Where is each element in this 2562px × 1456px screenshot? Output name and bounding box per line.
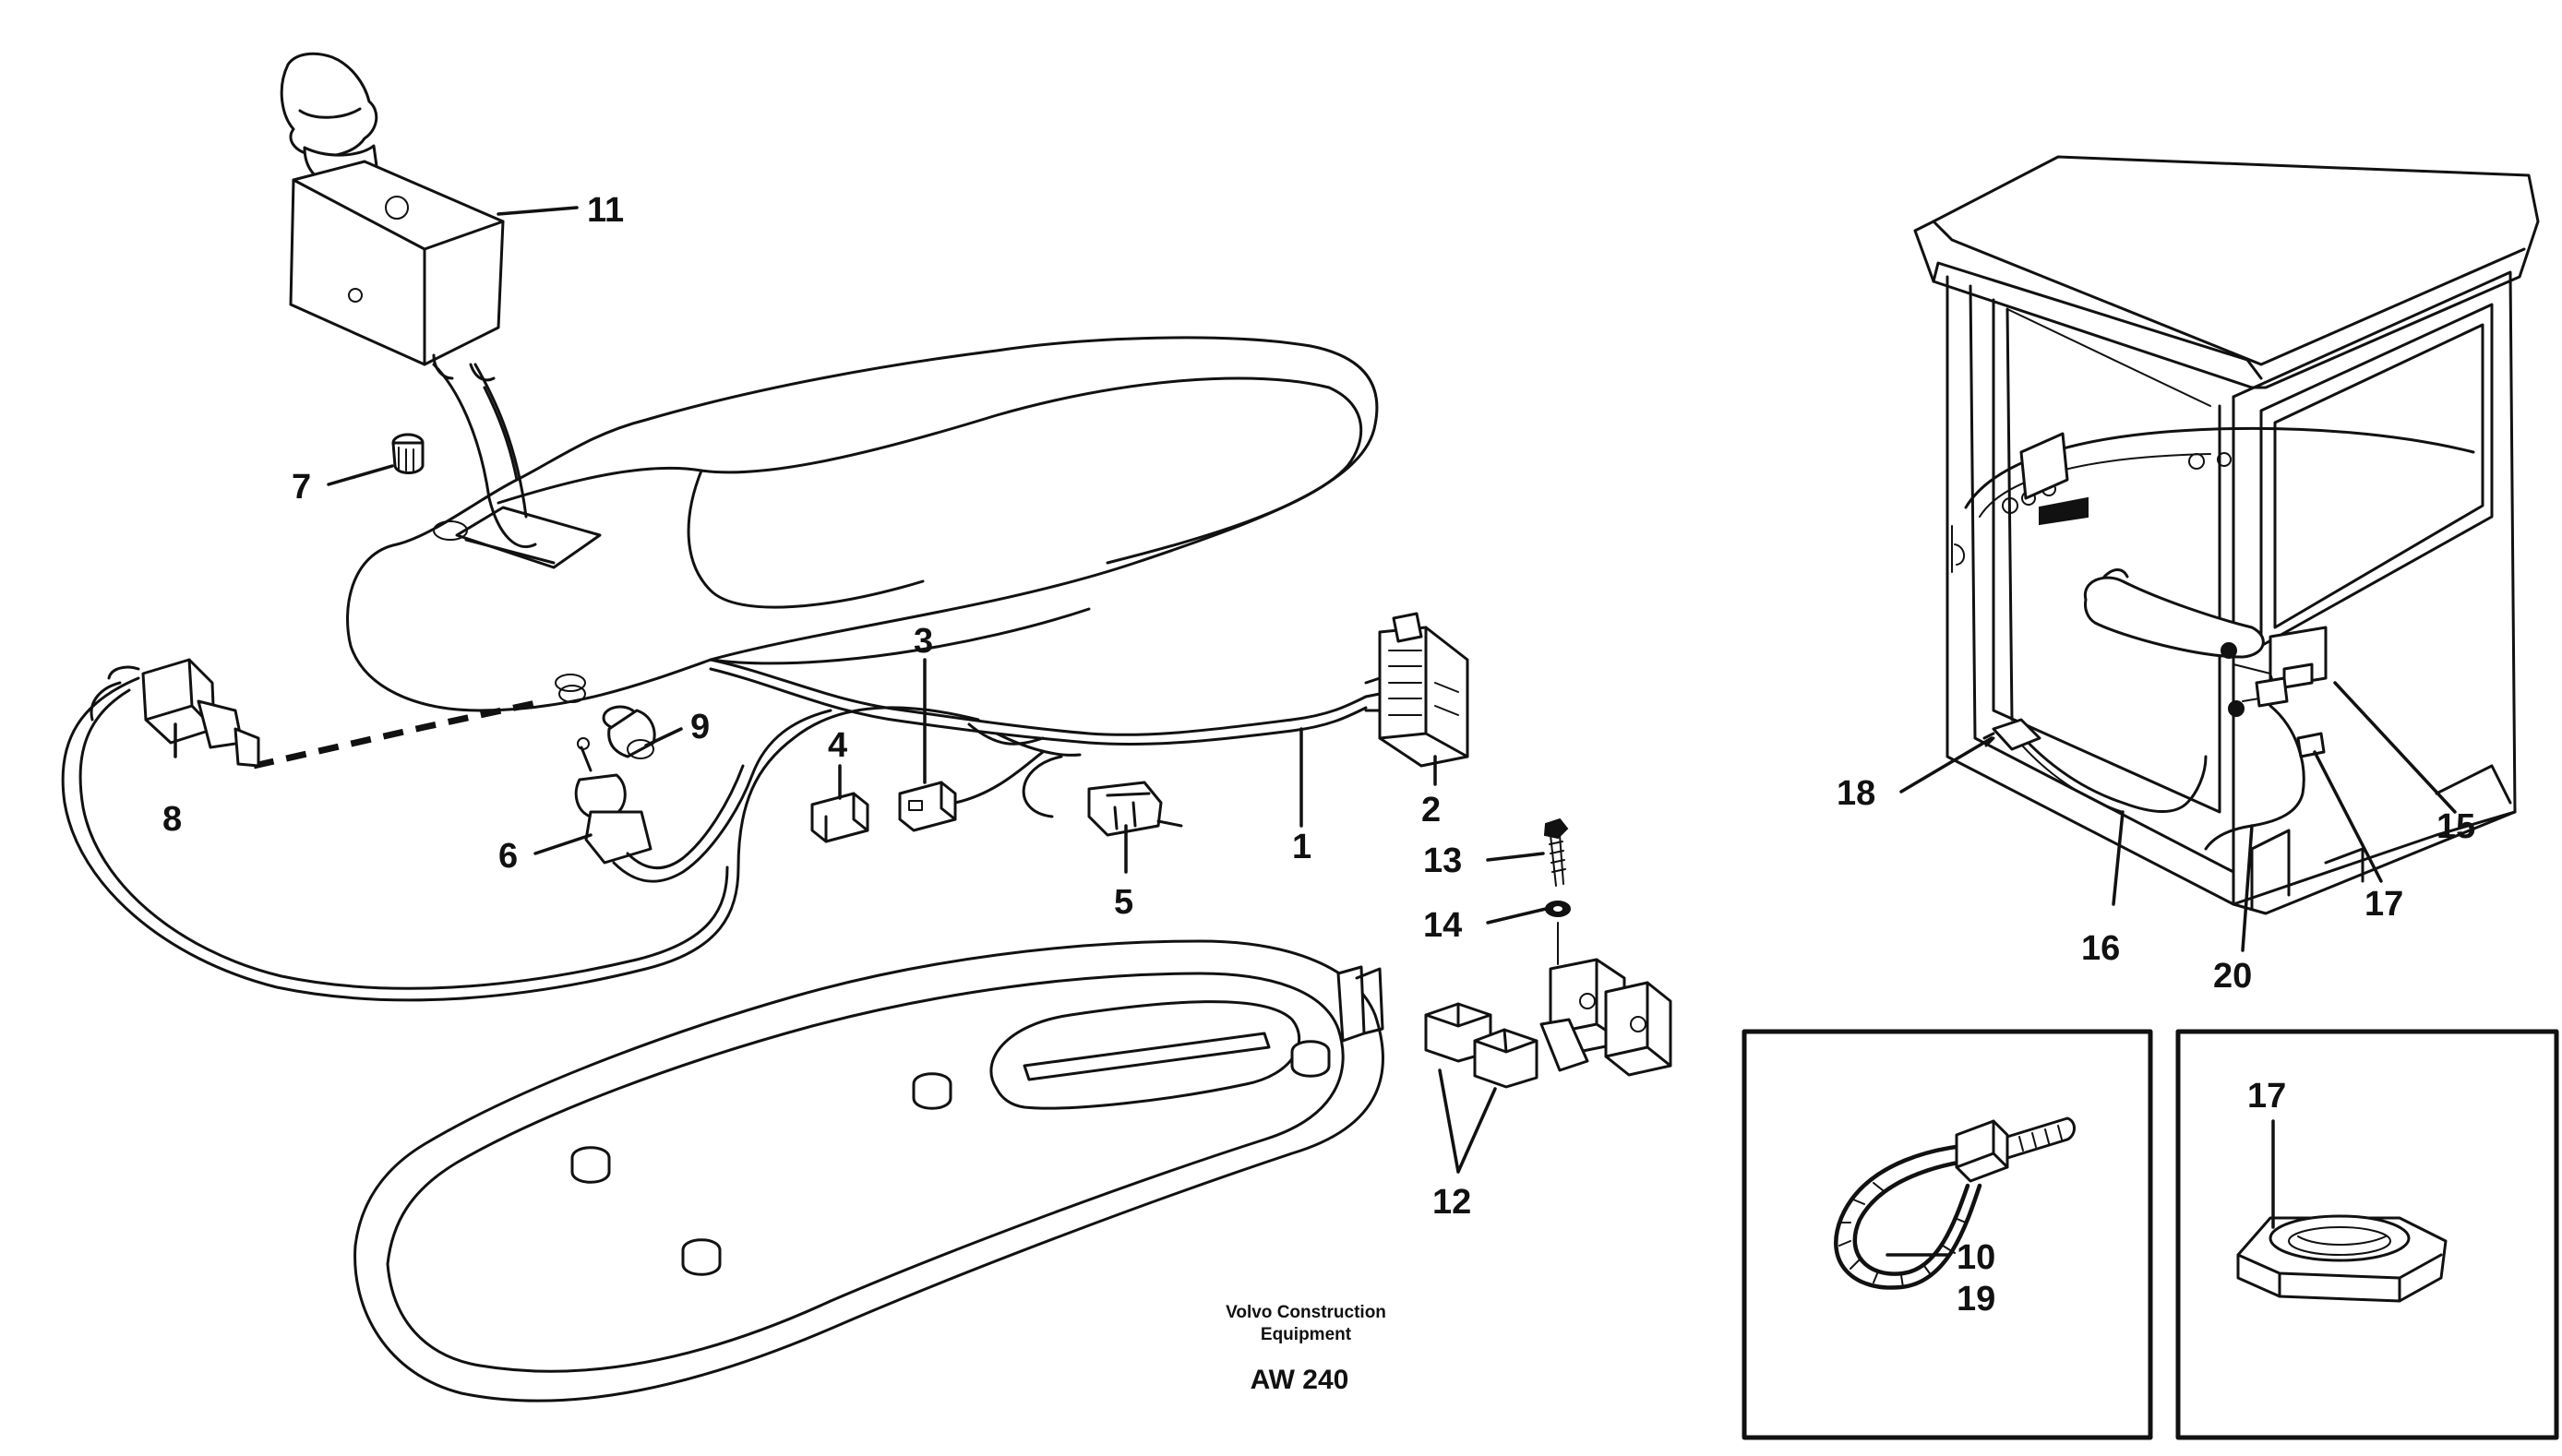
armrest-console-top <box>346 336 1379 712</box>
relay-bracket <box>1539 958 1672 1077</box>
wiring-harness-1 <box>709 658 1368 757</box>
callout-19: 19 <box>1957 1280 1995 1319</box>
dashed-assembly-path <box>253 698 545 770</box>
plug-3 <box>898 750 1045 832</box>
switch-6 <box>574 709 832 883</box>
callout-11: 11 <box>587 191 624 230</box>
callout-5: 5 <box>1114 883 1133 922</box>
screw-13 <box>1543 818 1569 887</box>
callout-7: 7 <box>292 468 311 507</box>
drawing-code: AW 240 <box>1251 1365 1349 1395</box>
switch-8 <box>90 658 260 768</box>
credit-block: Volvo Construction Equipment AW 240 <box>1226 1303 1386 1395</box>
relays-12 <box>1424 1002 1538 1089</box>
callout-14: 14 <box>1423 906 1462 945</box>
callout-10: 10 <box>1957 1238 1995 1277</box>
detail-nut <box>2175 1029 2559 1440</box>
callout-18: 18 <box>1837 774 1875 813</box>
credit-line-2: Equipment <box>1261 1325 1352 1344</box>
callout-17: 17 <box>2364 885 2403 924</box>
washer-14 <box>1545 901 1571 965</box>
connector-2 <box>1364 612 1469 768</box>
knob-7 <box>391 433 425 474</box>
callout-8: 8 <box>162 800 182 839</box>
joystick-lever <box>280 52 505 382</box>
callout-16: 16 <box>2081 929 2120 968</box>
detail-cable-tie <box>1742 1029 2153 1440</box>
callout-13: 13 <box>1423 841 1462 880</box>
callout-labels: 1 2 3 4 5 6 7 8 9 10 11 12 13 14 15 16 1… <box>162 191 2475 1319</box>
sensor-5 <box>1022 755 1183 837</box>
credit-line-1: Volvo Construction <box>1226 1303 1386 1322</box>
cable-loop-inner <box>78 688 729 990</box>
callout-2: 2 <box>1421 791 1441 829</box>
armrest-bottom-tray <box>353 939 1384 1402</box>
callout-15: 15 <box>2436 807 2475 846</box>
cab-overview <box>1913 155 2540 915</box>
knob-9 <box>558 685 656 759</box>
leader-lines <box>174 206 2457 1257</box>
callout-17-detail: 17 <box>2247 1077 2286 1116</box>
plug-4 <box>810 792 869 843</box>
callout-3: 3 <box>914 622 933 661</box>
callout-20: 20 <box>2213 957 2252 996</box>
callout-4: 4 <box>828 726 847 765</box>
callout-1: 1 <box>1292 828 1311 866</box>
callout-12: 12 <box>1432 1183 1471 1222</box>
callout-9: 9 <box>690 708 710 746</box>
callout-6: 6 <box>498 837 518 876</box>
cable-loop <box>61 676 980 1002</box>
